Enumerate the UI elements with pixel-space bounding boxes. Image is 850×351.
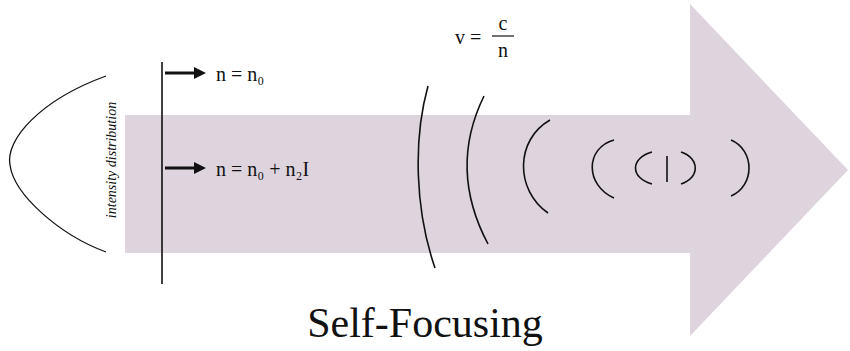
diagram-title: Self-Focusing [307, 302, 543, 344]
index-arrowhead [194, 67, 206, 79]
velocity-label: v = [455, 27, 481, 47]
index-label: n = n₀ [216, 64, 264, 84]
index-arrow [165, 167, 196, 170]
index-arrowhead [194, 162, 206, 174]
axis-label: intensity distribution [105, 102, 119, 218]
index-arrow [165, 72, 196, 75]
wavefronts [418, 86, 749, 268]
beam-arrow [125, 4, 848, 336]
fraction-bar [492, 35, 514, 36]
index-label: n = n₀ + n₂I [216, 159, 309, 179]
fraction-numerator: c [499, 13, 508, 33]
intensity-curve [10, 76, 106, 252]
fraction-denominator: n [498, 40, 508, 60]
reference-line [161, 62, 163, 284]
